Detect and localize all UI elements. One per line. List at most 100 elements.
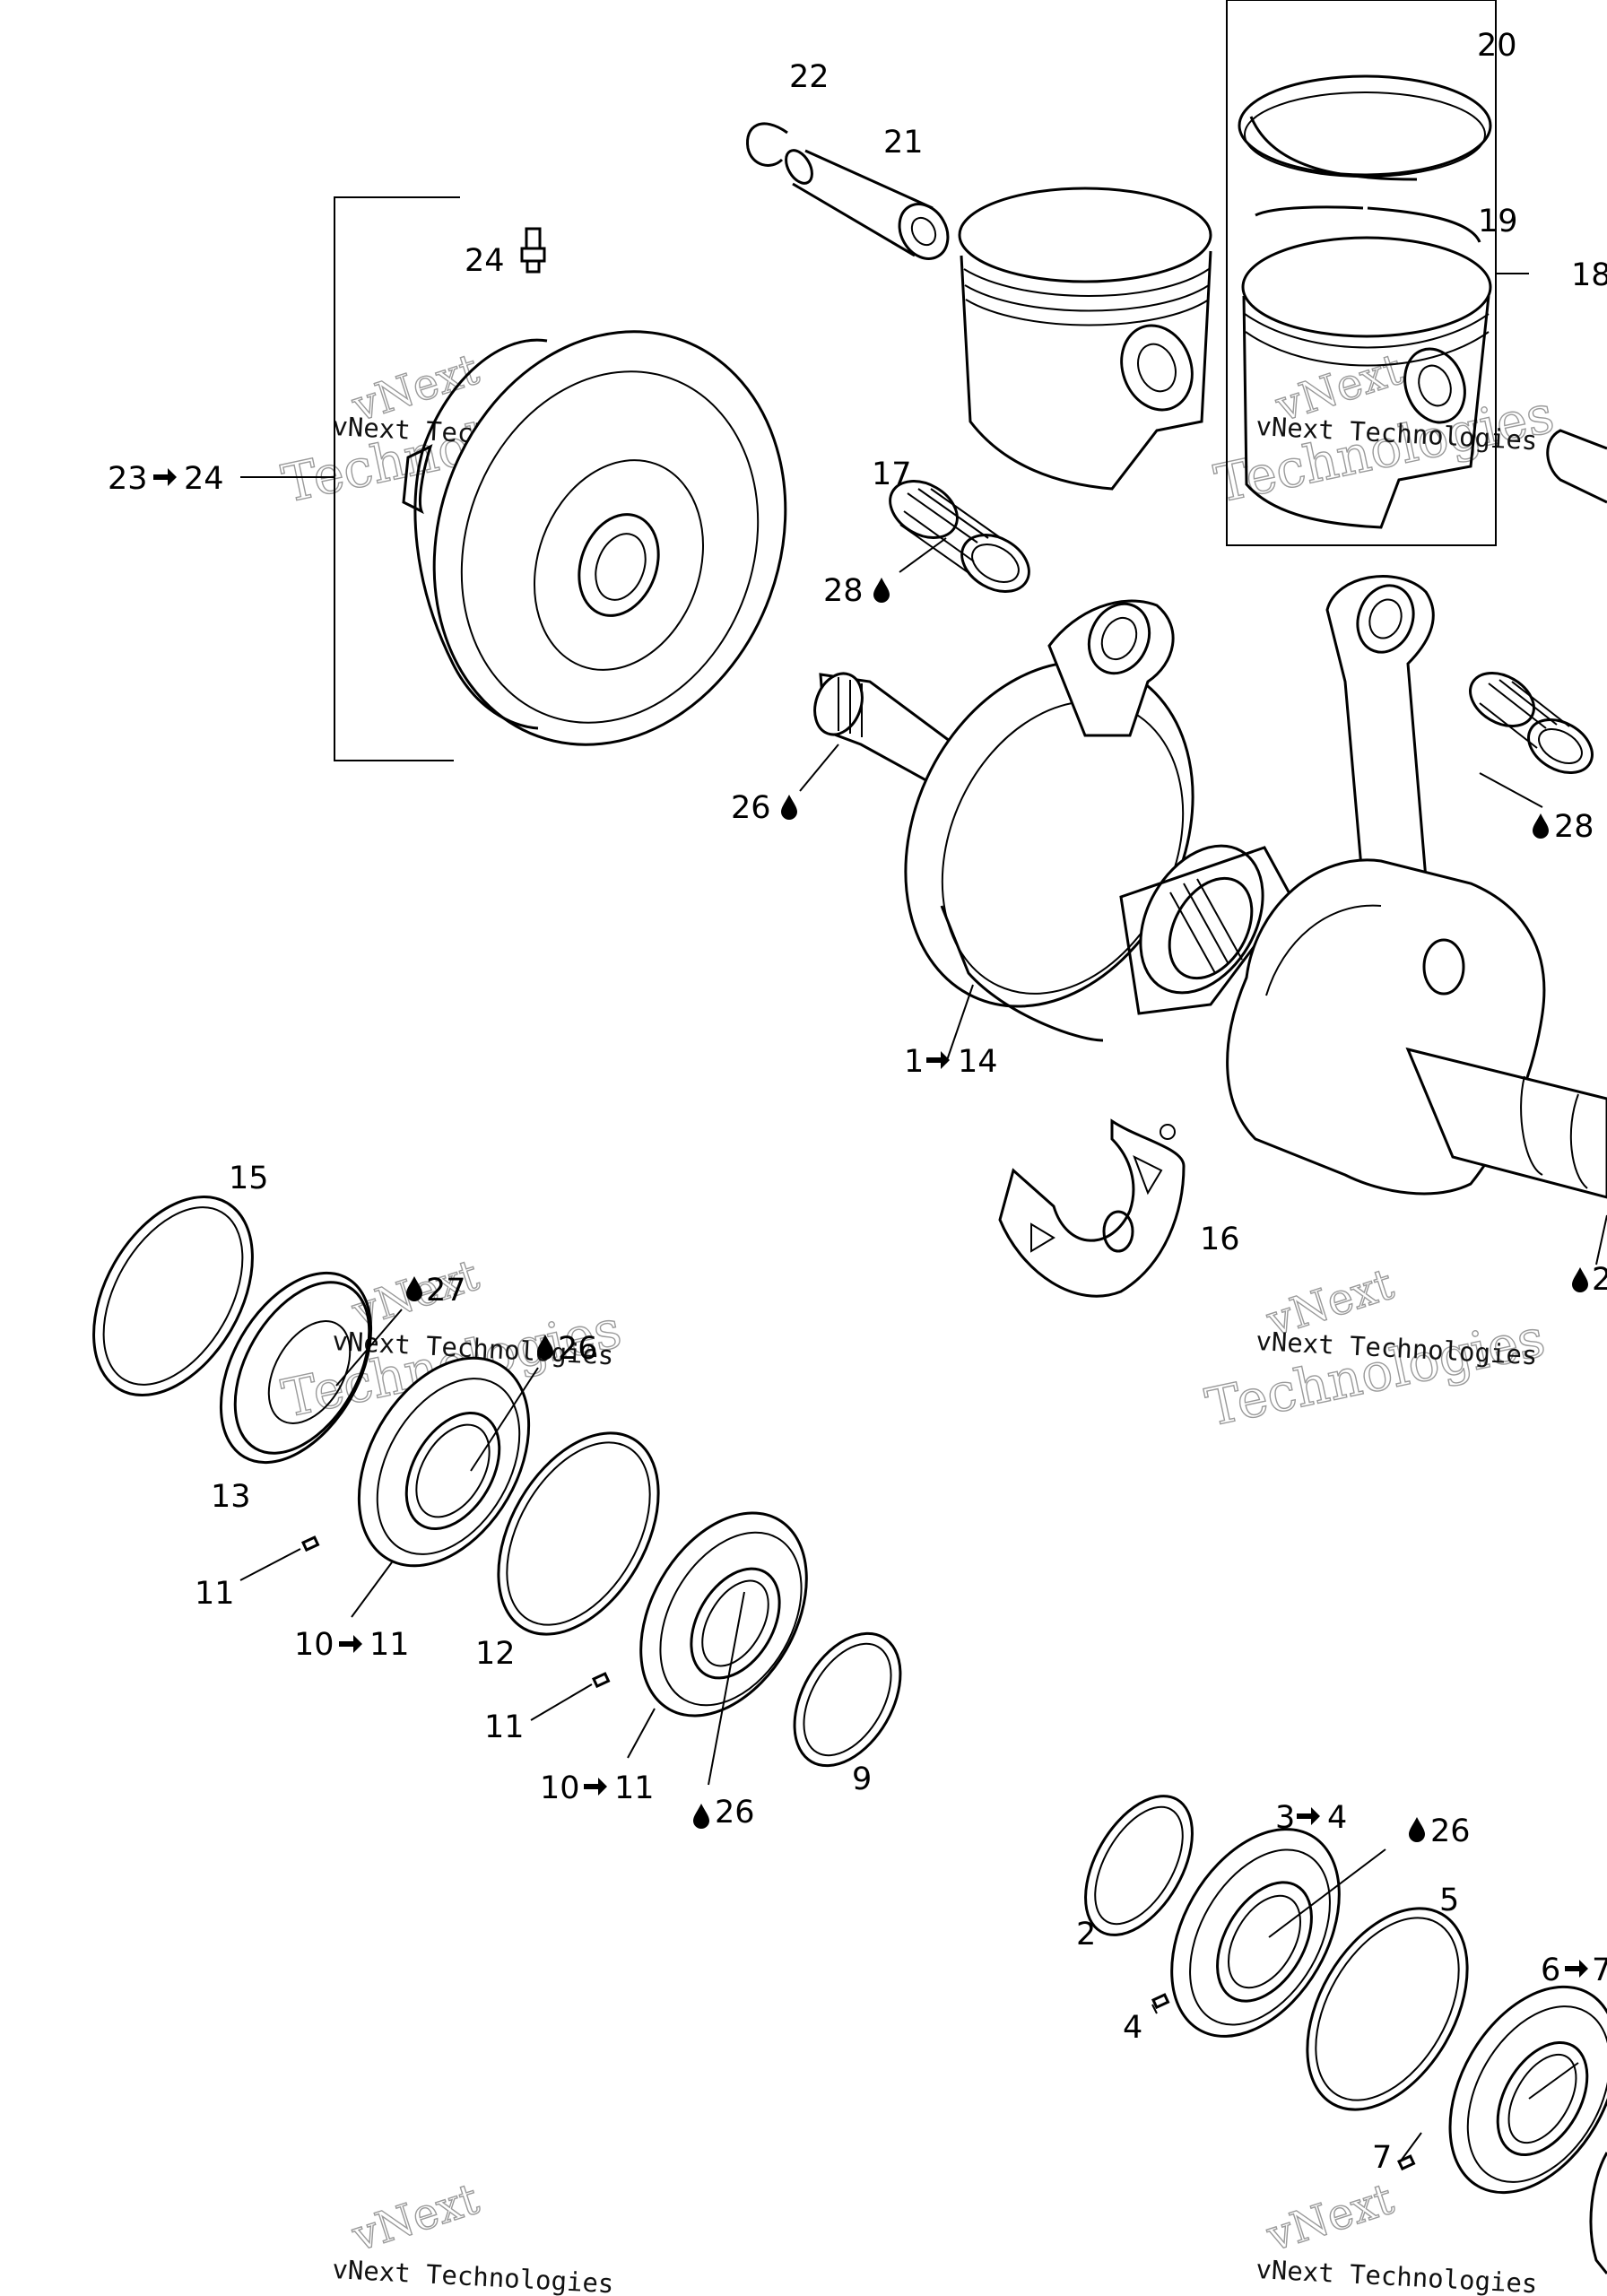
callout-28-left: 28 bbox=[823, 573, 890, 609]
svg-text:7: 7 bbox=[1592, 1952, 1607, 1988]
part-grease-fitting-24 bbox=[520, 227, 546, 274]
part-needle-bearing-17 bbox=[889, 480, 1030, 593]
oil-drop-icon bbox=[1409, 1817, 1425, 1842]
callout-7: 7 bbox=[1372, 2140, 1392, 2176]
callout-13: 13 bbox=[211, 1479, 251, 1515]
svg-text:26: 26 bbox=[558, 1331, 598, 1367]
svg-text:vNext Technologies: vNext Technologies bbox=[1255, 2254, 1539, 2296]
svg-text:4: 4 bbox=[1123, 2010, 1142, 2046]
svg-text:5: 5 bbox=[1439, 1883, 1459, 1918]
svg-text:3: 3 bbox=[1275, 1800, 1295, 1836]
svg-text:20: 20 bbox=[1477, 28, 1517, 64]
svg-text:21: 21 bbox=[883, 125, 924, 161]
svg-text:12: 12 bbox=[475, 1636, 516, 1672]
svg-text:27: 27 bbox=[426, 1273, 466, 1309]
part-box-piston-kit bbox=[1226, 0, 1529, 546]
part-piston-pin-edge bbox=[1546, 429, 1607, 504]
oil-drop-icon bbox=[781, 795, 797, 820]
svg-text:vNext Technologies: vNext Technologies bbox=[332, 2254, 615, 2296]
callout-1-14: 1 14 bbox=[904, 1044, 998, 1080]
svg-text:24: 24 bbox=[465, 243, 505, 279]
svg-text:23: 23 bbox=[108, 461, 148, 497]
part-ball-bearing-10-11-upper bbox=[301, 1356, 531, 1568]
svg-text:28: 28 bbox=[1554, 809, 1594, 845]
oil-drop-icon bbox=[1533, 813, 1549, 839]
callout-3-4: 3 4 bbox=[1275, 1800, 1347, 1836]
callout-4: 4 bbox=[1123, 2010, 1142, 2046]
svg-text:11: 11 bbox=[484, 1709, 525, 1745]
svg-text:17: 17 bbox=[872, 457, 912, 492]
part-piston-ring-19 bbox=[1255, 205, 1481, 243]
callout-27: 27 bbox=[406, 1273, 466, 1309]
callout-9: 9 bbox=[852, 1761, 872, 1797]
callout-28-right: 28 bbox=[1533, 809, 1594, 845]
svg-text:18: 18 bbox=[1571, 257, 1607, 293]
arrow-right-icon bbox=[584, 1778, 607, 1796]
svg-text:11: 11 bbox=[614, 1770, 655, 1806]
svg-text:28: 28 bbox=[823, 573, 864, 609]
callout-26-shaft: 26 bbox=[731, 790, 797, 826]
svg-text:15: 15 bbox=[229, 1161, 269, 1196]
svg-text:24: 24 bbox=[184, 461, 224, 497]
svg-text:9: 9 bbox=[852, 1761, 872, 1797]
svg-text:2: 2 bbox=[1592, 1262, 1607, 1298]
part-bearing-shell-16 bbox=[998, 1118, 1186, 1298]
part-ring-2 bbox=[1084, 1795, 1194, 1936]
svg-text:22: 22 bbox=[789, 59, 830, 95]
part-piston-18 bbox=[1241, 236, 1492, 529]
arrow-right-icon bbox=[926, 1051, 950, 1069]
part-shim-9 bbox=[793, 1631, 902, 1768]
svg-text:6: 6 bbox=[1541, 1952, 1560, 1988]
callout-17: 17 bbox=[872, 457, 912, 492]
svg-text:Technologies: Technologies bbox=[1201, 1307, 1551, 1438]
callout-21: 21 bbox=[883, 125, 924, 161]
callout-6-7: 6 7 bbox=[1541, 1952, 1607, 1988]
oil-drop-icon bbox=[1572, 1267, 1588, 1292]
svg-text:vNext: vNext bbox=[345, 2174, 484, 2262]
arrow-right-icon bbox=[339, 1635, 362, 1653]
oil-drop-icon bbox=[873, 578, 890, 603]
svg-text:11: 11 bbox=[369, 1627, 410, 1663]
svg-text:14: 14 bbox=[958, 1044, 998, 1080]
svg-text:vNext: vNext bbox=[1260, 2174, 1399, 2262]
svg-text:7: 7 bbox=[1372, 2140, 1392, 2176]
callout-12: 12 bbox=[475, 1636, 516, 1672]
part-piston-main bbox=[958, 187, 1212, 491]
part-ball-bearing-10-11-lower bbox=[592, 1511, 808, 1718]
part-crankshaft-1-14 bbox=[813, 575, 1607, 1199]
callout-2: 2 bbox=[1076, 1917, 1096, 1952]
svg-text:13: 13 bbox=[211, 1479, 251, 1515]
arrow-right-icon bbox=[153, 468, 177, 486]
part-ring-12 bbox=[497, 1431, 660, 1636]
callout-23-24: 23 24 bbox=[108, 461, 224, 497]
svg-text:11: 11 bbox=[195, 1576, 235, 1612]
part-piston-pin-21 bbox=[785, 149, 950, 260]
oil-drop-icon bbox=[693, 1804, 709, 1829]
callout-16: 16 bbox=[1200, 1222, 1240, 1257]
part-shim-15 bbox=[92, 1196, 254, 1396]
callout-26-bearing-lower: 26 bbox=[693, 1795, 755, 1831]
part-ball-bearing-3-4 bbox=[1151, 1828, 1341, 2038]
svg-text:2: 2 bbox=[1076, 1917, 1096, 1952]
svg-text:10: 10 bbox=[294, 1627, 334, 1663]
callout-18: 18 bbox=[1571, 257, 1607, 293]
callout-11-upper: 11 bbox=[195, 1576, 235, 1612]
arrow-right-icon bbox=[1297, 1807, 1320, 1825]
svg-text:16: 16 bbox=[1200, 1222, 1240, 1257]
callout-22: 22 bbox=[789, 59, 830, 95]
part-piston-ring-20 bbox=[1238, 74, 1492, 181]
callout-26-bearing-right: 26 bbox=[1409, 1813, 1471, 1849]
part-circlip-22 bbox=[746, 122, 788, 167]
callout-10-11-upper: 10 11 bbox=[294, 1627, 410, 1663]
arrow-right-icon bbox=[1565, 1960, 1588, 1978]
svg-text:26: 26 bbox=[715, 1795, 755, 1831]
callout-10-11-lower: 10 11 bbox=[540, 1770, 655, 1806]
part-edge-ring bbox=[1589, 2152, 1607, 2274]
part-needle-bearing-28-right bbox=[1469, 672, 1594, 774]
svg-text:4: 4 bbox=[1327, 1800, 1347, 1836]
part-oil-seal-13 bbox=[219, 1271, 373, 1465]
part-bracket-23-24 bbox=[240, 196, 460, 761]
svg-text:26: 26 bbox=[731, 790, 771, 826]
svg-text:19: 19 bbox=[1478, 204, 1518, 239]
